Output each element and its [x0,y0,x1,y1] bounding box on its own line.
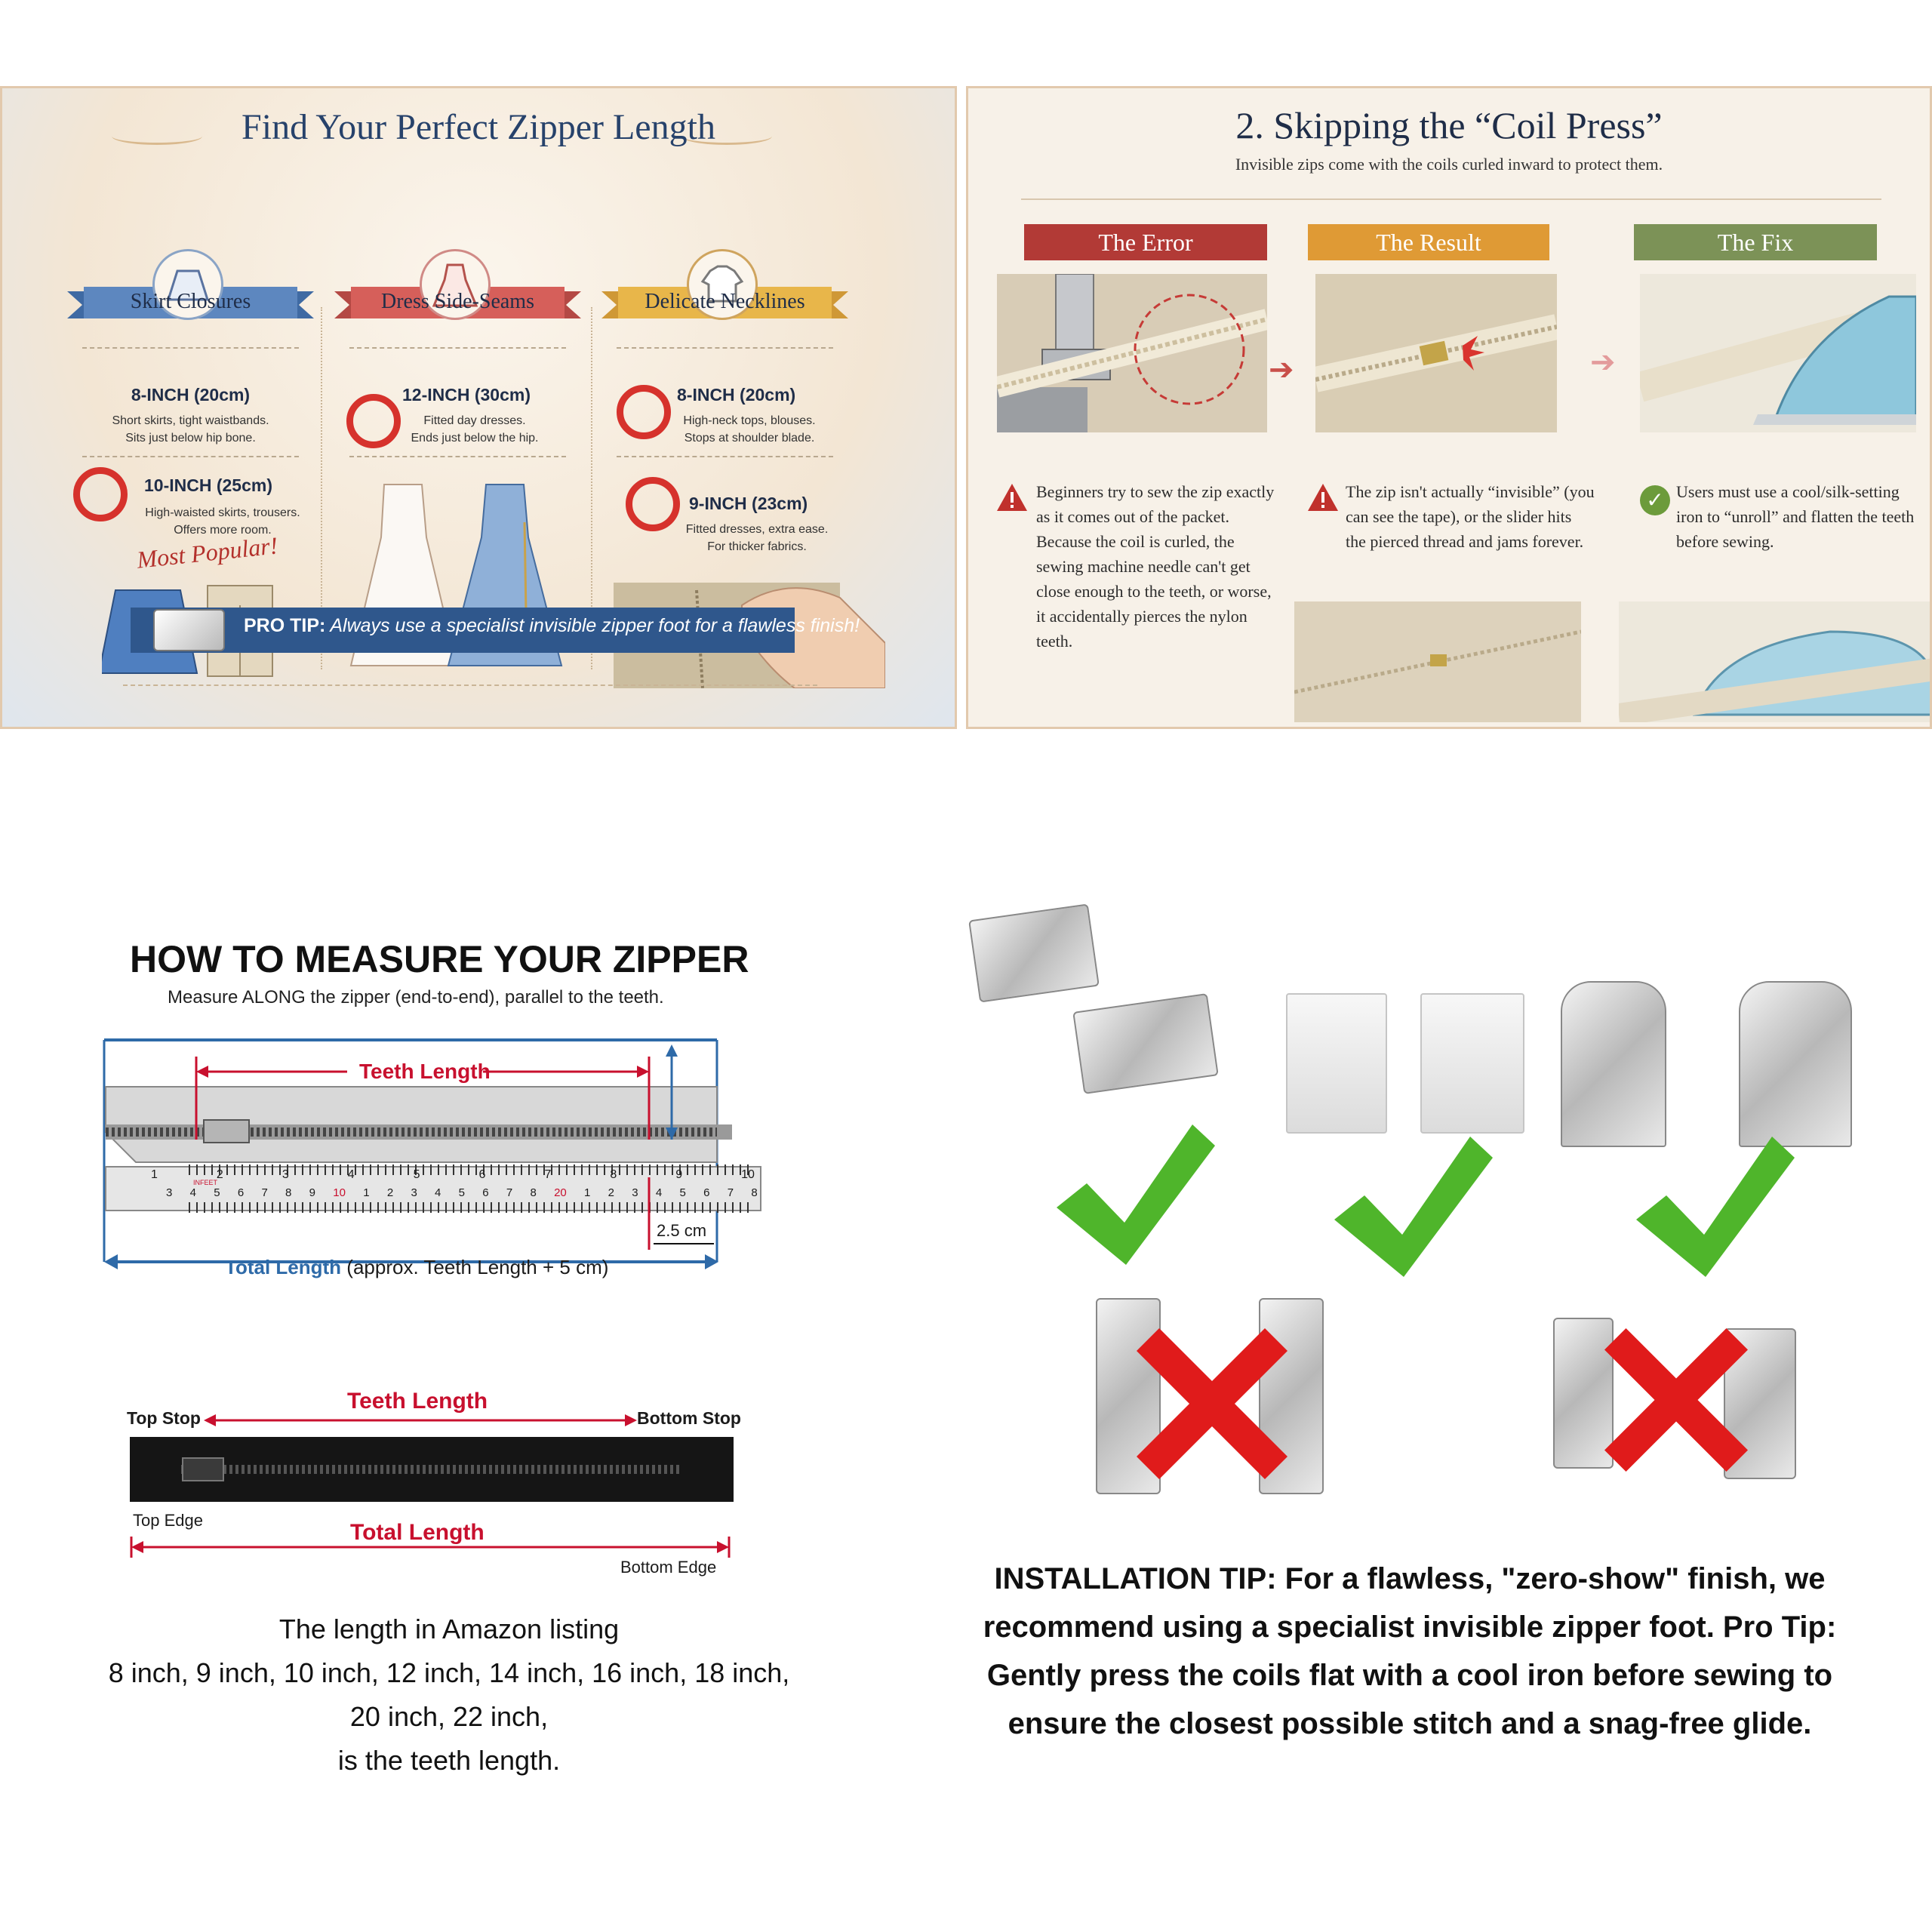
metal-zipper-foot-2 [1072,993,1219,1094]
header-the-result: The Result [1308,224,1549,260]
header-the-error: The Error [1024,224,1267,260]
listing-line: 20 inch, 22 inch, [349,1701,549,1732]
arrow-right-icon: ➔ [1590,346,1616,379]
column-separator [591,307,592,669]
standard-zipper-foot-3 [1553,1318,1614,1469]
red-ring-icon [626,477,680,531]
entry-title: 12-INCH (30cm) [402,385,531,405]
ruler-brand: INFEET [193,1179,218,1186]
top-edge-label: Top Edge [133,1511,203,1530]
dress-icon [420,249,491,320]
black-zipper-diagram [130,1414,734,1558]
column-heading: Dress Side-Seams [381,290,534,313]
total-length-label-2: Total Length [350,1520,485,1545]
fix-text: Users must use a cool/silk-setting iron … [1676,482,1915,551]
clear-zipper-foot-1 [1286,993,1387,1134]
checkmark-circle-icon: ✓ [1640,485,1670,515]
dashed-border [123,685,817,686]
entry-desc: High-waisted skirts, trousers. Offers mo… [145,506,300,537]
entry-title: 8-INCH (20cm) [677,385,796,405]
zipper-foot-panel: INSTALLATION TIP: For a flawless, "zero-… [957,903,1932,1796]
bottom-stop-label: Bottom Stop [637,1408,741,1428]
column-divider [617,347,833,349]
tip-line: Gently press the coils flat with a cool … [986,1659,1833,1692]
column-heading: Skirt Closures [130,290,251,313]
red-ring-icon [73,467,128,521]
blouse-icon [687,249,758,320]
teeth-length-label: Teeth Length [359,1060,491,1083]
listing-line: The length in Amazon listing [278,1614,620,1644]
entry-divider [617,456,833,457]
zipper-length-panel: Find Your Perfect Zipper Length Skirt Cl… [0,86,957,729]
entry-title: 8-INCH (20cm) [131,385,251,405]
checkmark-icon [1334,1137,1493,1277]
pro-tip-banner [131,608,795,653]
red-ring-icon [617,385,671,439]
result-text: The zip isn't actually “invisible” (you … [1346,482,1595,551]
entry-title: 9-INCH (23cm) [689,494,808,513]
warning-icon [1306,482,1340,516]
clear-zipper-foot-2 [1420,993,1524,1134]
metal-zipper-foot-3 [1561,981,1666,1147]
panel2-title: 2. Skipping the “Coil Press” [1235,104,1663,146]
panel2-subtitle: Invisible zips come with the coils curle… [1235,155,1663,174]
red-cross-icon [1604,1328,1748,1472]
jammed-zipper-image [1315,274,1557,432]
listing-line: 8 inch, 9 inch, 10 inch, 12 inch, 14 inc… [108,1657,790,1688]
entry-divider [82,456,299,457]
entry-divider [349,456,566,457]
arrow-right-icon: ➔ [1269,353,1294,386]
tip-line: ensure the closest possible stitch and a… [1008,1707,1812,1740]
flourish-right-icon [681,128,772,145]
entry-desc: Short skirts, tight waistbands. Sits jus… [112,414,269,445]
coil-press-panel: 2. Skipping the “Coil Press” Invisible z… [966,86,1932,729]
flourish-left-icon [112,128,202,145]
flat-zipper-image [1294,601,1581,722]
red-cross-icon [1137,1328,1287,1479]
tip-line: recommend using a specialist invisible z… [983,1611,1837,1644]
error-text: Beginners try to sew the zip exactly as … [1036,482,1275,651]
ironing-image [1619,601,1930,722]
zipper-foot-icon [153,609,225,651]
measure-diagram [103,1038,761,1269]
panel3-subtitle: Measure ALONG the zipper (end-to-end), p… [168,987,664,1008]
listing-line: is the teeth length. [337,1745,561,1776]
sewing-machine-image [997,274,1267,432]
listing-text: The length in Amazon listing 8 inch, 9 i… [0,1607,898,1783]
panel3-title: HOW TO MEASURE YOUR ZIPPER [130,938,749,980]
entry-title: 10-INCH (25cm) [144,475,272,495]
red-ring-icon [346,394,401,448]
teeth-length-label-2: Teeth Length [347,1389,488,1414]
title-divider [1021,198,1881,200]
checkmark-icon [1636,1137,1795,1277]
column-heading: Delicate Necklines [645,290,805,313]
warning-icon [995,482,1029,516]
total-length-label: Total Length (approx. Teeth Length + 5 c… [225,1256,609,1278]
installation-tip: INSTALLATION TIP: For a flawless, "zero-… [957,1555,1863,1748]
pro-tip-text: PRO TIP: Always use a specialist invisib… [244,615,860,636]
entry-desc: Fitted day dresses. Ends just below the … [411,414,539,445]
entry-desc: High-neck tops, blouses. Stops at should… [683,414,816,445]
metal-zipper-foot-4 [1739,981,1852,1147]
panel1-title: Find Your Perfect Zipper Length [242,107,715,147]
header-the-fix: The Fix [1634,224,1877,260]
entry-desc: Fitted dresses, extra ease. For thicker … [685,523,829,553]
skirt-icon [152,249,223,320]
top-stop-label: Top Stop [127,1408,201,1428]
bottom-edge-label: Bottom Edge [620,1558,717,1577]
column-divider [82,347,299,349]
column-separator [321,307,322,669]
measure-zipper-panel: HOW TO MEASURE YOUR ZIPPER Measure ALONG… [0,906,957,1796]
iron-image [1640,274,1916,432]
column-divider [349,347,566,349]
checkmark-icon [1057,1124,1215,1265]
gap-label: 2.5 cm [657,1221,707,1240]
metal-zipper-foot-1 [968,903,1100,1003]
tip-line: INSTALLATION TIP: For a flawless, "zero-… [994,1562,1826,1595]
